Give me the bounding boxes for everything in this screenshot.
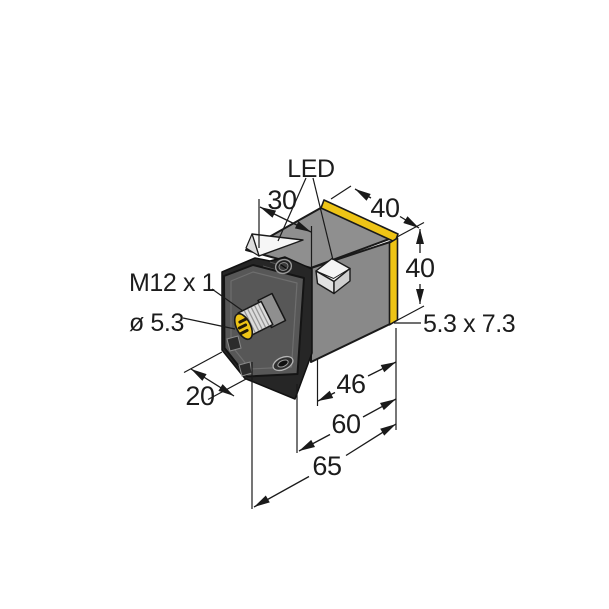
ext-line-20-lower <box>207 377 248 401</box>
arrow-46-left <box>318 390 334 401</box>
label-led: LED <box>287 155 334 183</box>
led-window-top-side <box>245 233 260 257</box>
arrow-30-right <box>294 221 311 232</box>
dim-label-40-right: 40 <box>405 253 434 283</box>
dim-label-40-top: 40 <box>370 193 399 223</box>
ext-line-40top-left <box>330 185 352 200</box>
arrow-20-right <box>218 384 234 396</box>
sensing-face-strip-right <box>388 237 399 326</box>
arrow-20-left <box>191 369 207 381</box>
arrow-40right-up <box>416 229 424 244</box>
dim-label-65: 65 <box>312 451 341 481</box>
mounting-slot-inner <box>277 359 289 368</box>
arrow-60-left <box>299 439 315 451</box>
arrow-40top-right <box>403 216 419 228</box>
dim-label-20: 20 <box>185 381 214 411</box>
dim-label-30: 30 <box>267 185 296 215</box>
m12-connector <box>233 292 287 341</box>
arrow-40right-down <box>416 289 424 304</box>
ext-line-20-upper <box>183 351 223 374</box>
dimension-arrowheads <box>191 189 424 507</box>
led-window-front <box>315 257 351 295</box>
arrow-65-right <box>380 424 396 436</box>
connector-collar <box>257 292 287 329</box>
extension-lines <box>182 177 425 509</box>
ext-line-40-top-right <box>396 221 425 238</box>
leader-hole-diameter <box>182 317 236 330</box>
leader-m12 <box>211 288 244 312</box>
arrow-65-left <box>254 495 270 507</box>
arrow-60-right <box>380 399 396 411</box>
leader-led-left <box>277 177 307 242</box>
led-front-right-facet <box>333 267 351 295</box>
connector-thread-ridges <box>243 303 270 333</box>
arrow-30-left <box>260 207 277 218</box>
bracket-corner-hole-bottom-tip <box>238 361 253 377</box>
bracket-corner-hole-lower-left <box>226 335 242 352</box>
torx-screw-slot <box>280 264 287 269</box>
dim-label-60: 60 <box>331 409 360 439</box>
arrow-46-right <box>380 362 396 373</box>
label-thread-spec: M12 x 1 <box>129 269 215 297</box>
leader-led-right <box>312 177 334 261</box>
dim-label-46: 46 <box>336 369 365 399</box>
labels: LED M12 x 1 ø 5.3 5.3 x 7.3 30 40 40 20 … <box>129 155 516 481</box>
arrow-40top-left <box>355 189 371 201</box>
label-slot-size: 5.3 x 7.3 <box>423 310 515 338</box>
led-window-top <box>245 233 304 257</box>
ext-line-40-bottom-right <box>393 305 425 323</box>
label-hole-diameter: ø 5.3 <box>129 309 184 337</box>
connector-pin-slots <box>237 317 249 336</box>
led-front-facet-edge <box>315 268 351 280</box>
